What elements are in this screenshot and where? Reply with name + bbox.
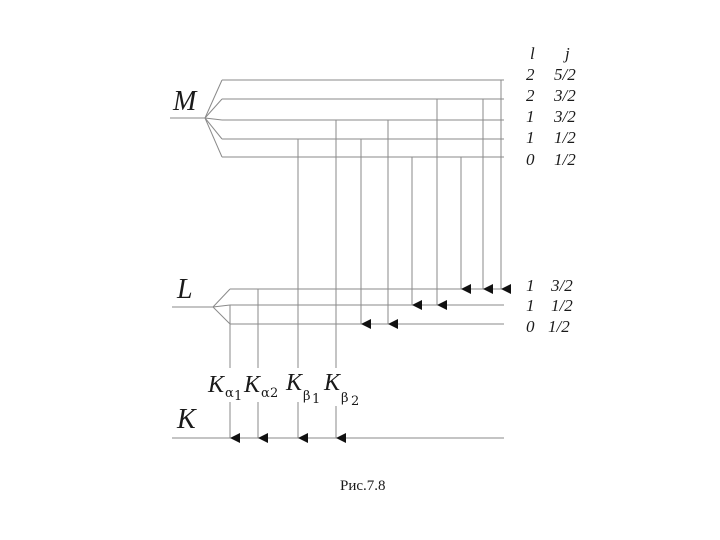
svg-text:K: K: [207, 372, 226, 398]
svg-text:K: K: [243, 372, 262, 398]
svg-text:K: K: [323, 370, 342, 396]
l-level-j: 1/2: [548, 317, 570, 336]
k-beta1-label: K β 1: [285, 370, 320, 407]
m-fan-line: [204, 117, 223, 121]
l-level-l: 1: [526, 276, 535, 295]
svg-text:β: β: [341, 391, 349, 406]
l-fan-line: [212, 304, 231, 308]
svg-text:α: α: [225, 386, 234, 401]
k-alpha2-label: K α 2: [243, 372, 278, 401]
k-label-backgrounds: [206, 368, 362, 406]
svg-text:2: 2: [351, 394, 359, 409]
l-level-l: 1: [526, 296, 535, 315]
m-level-j: 3/2: [553, 107, 576, 126]
m-level-j: 3/2: [553, 86, 576, 105]
l-fan-line: [212, 306, 231, 325]
m-level-l: 2: [526, 86, 535, 105]
m-level-j: 1/2: [554, 128, 576, 147]
l-shell-levels: [172, 288, 504, 325]
figure-caption: Рис.7.8: [340, 478, 386, 494]
m-fan-line: [204, 98, 223, 119]
shell-label-m: M: [172, 86, 198, 117]
m-level-l: 1: [526, 128, 535, 147]
svg-text:α: α: [261, 386, 270, 401]
header-l: l: [530, 44, 535, 63]
m-level-j: 1/2: [554, 150, 576, 169]
svg-text:1: 1: [312, 392, 320, 407]
l-level-j: 1/2: [551, 296, 573, 315]
m-to-l-transitions: [360, 80, 511, 329]
m-fan-line: [204, 117, 223, 158]
shell-label-k: K: [176, 404, 197, 435]
svg-text:2: 2: [270, 386, 278, 401]
m-level-labels: 2 5/2 2 3/2 1 3/2 1 1/2 0 1/2: [526, 65, 576, 169]
m-level-l: 2: [526, 65, 535, 84]
svg-text:β: β: [303, 389, 311, 404]
m-level-l: 0: [526, 150, 535, 169]
m-fan-line: [204, 79, 223, 119]
m-shell-levels: [170, 79, 504, 158]
m-level-l: 1: [526, 107, 535, 126]
l-level-l: 0: [526, 317, 535, 336]
svg-text:K: K: [285, 370, 304, 396]
l-level-labels: 1 3/2 1 1/2 0 1/2: [526, 276, 573, 336]
header-j: j: [563, 44, 570, 63]
k-alpha1-label: K α 1: [207, 372, 242, 404]
shell-label-l: L: [176, 274, 193, 305]
k-beta2-label: K β 2: [323, 370, 359, 409]
m-fan-line: [204, 117, 223, 140]
l-fan-line: [212, 288, 231, 308]
m-level-j: 5/2: [554, 65, 576, 84]
svg-text:1: 1: [234, 389, 242, 404]
l-level-j: 3/2: [550, 276, 573, 295]
